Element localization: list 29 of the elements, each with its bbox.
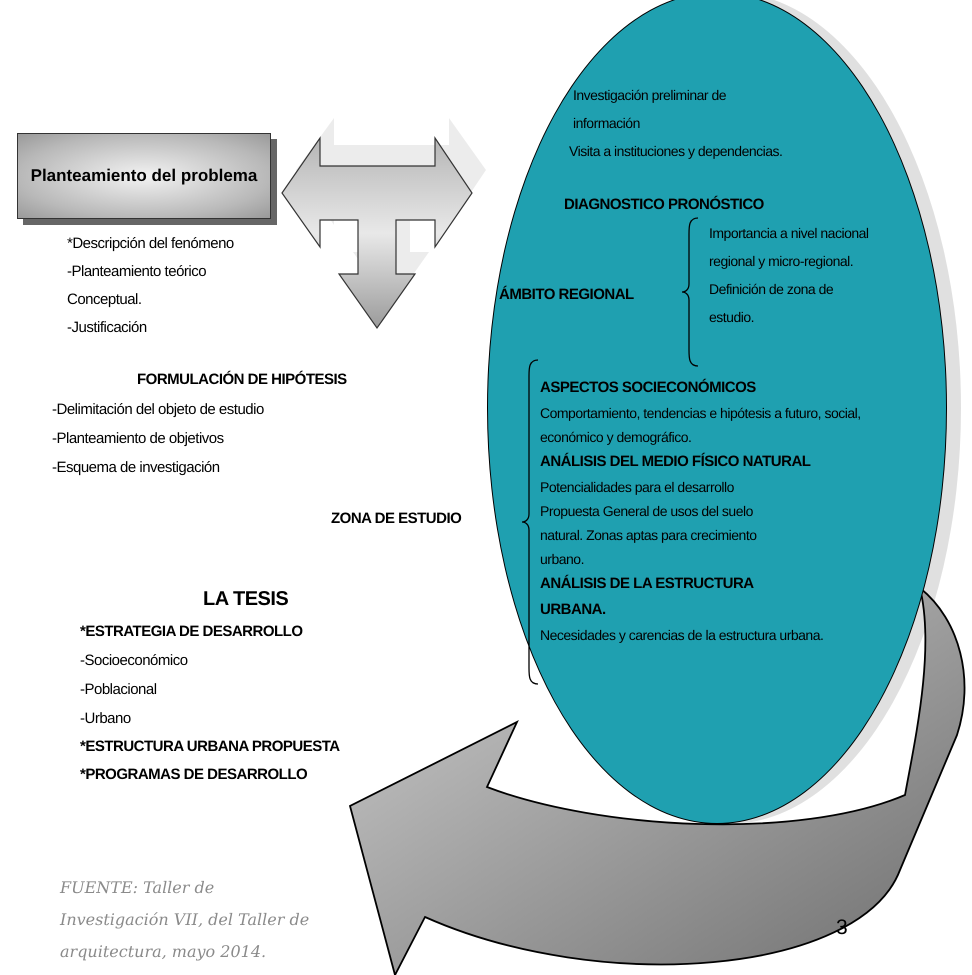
heading: *ESTRATEGIA DE DESARROLLO [80,622,304,642]
body-text: Necesidades y carencias de la estructura urbana. [540,626,824,645]
heading: LA TESIS [203,587,290,612]
heading: DIAGNOSTICO PRONÓSTICO [564,194,765,215]
list-item: -Justificación [67,318,148,338]
list-item: -Planteamiento de objetivos [52,429,225,449]
body-text: Importancia a nivel nacional regional y micro-regional. Definición de zona de estudio. [709,224,869,327]
body-text: Potencialidades para el desarrollo [540,478,735,497]
heading: ASPECTOS SOCIECONÓMICOS [540,378,757,398]
list-item: -Poblacional [80,680,158,700]
heading: ZONA DE ESTUDIO [331,509,462,529]
heading: *ESTRUCTURA URBANA PROPUESTA [80,737,341,757]
heading: ÁMBITO REGIONAL [499,284,635,305]
body-text: Propuesta General de usos del suelo natural. Zonas aptas para crecimiento urbano. [540,502,758,569]
list-item: -Socioeconómico [80,651,189,671]
list-item: -Delimitación del objeto de estudio [52,400,265,420]
list-item: -Esquema de investigación [52,458,221,478]
body-text: Visita a instituciones y dependencias. [569,142,784,161]
body-text: Comportamiento, tendencias e hipótesis a futuro, social, económico y demográfico. [540,404,862,447]
list-item: -Urbano [80,709,132,729]
heading: ANÁLISIS DE LA ESTRUCTURA URBANA. [540,574,755,620]
box-title: Planteamiento del problema [30,165,258,187]
body-text: Investigación preliminar de información [573,86,728,133]
heading: ANÁLISIS DEL MEDIO FÍSICO NATURAL [540,452,812,472]
heading: *PROGRAMAS DE DESARROLLO [80,765,308,785]
list-item: *Descripción del fenómeno [67,234,235,254]
heading: FORMULACIÓN DE HIPÓTESIS [137,370,348,390]
source-caption: FUENTE: Taller de Investigación VII, del Taller de arquitectura, mayo 2014. [60,877,310,963]
list-item: -Planteamiento teórico Conceptual. [67,262,208,310]
